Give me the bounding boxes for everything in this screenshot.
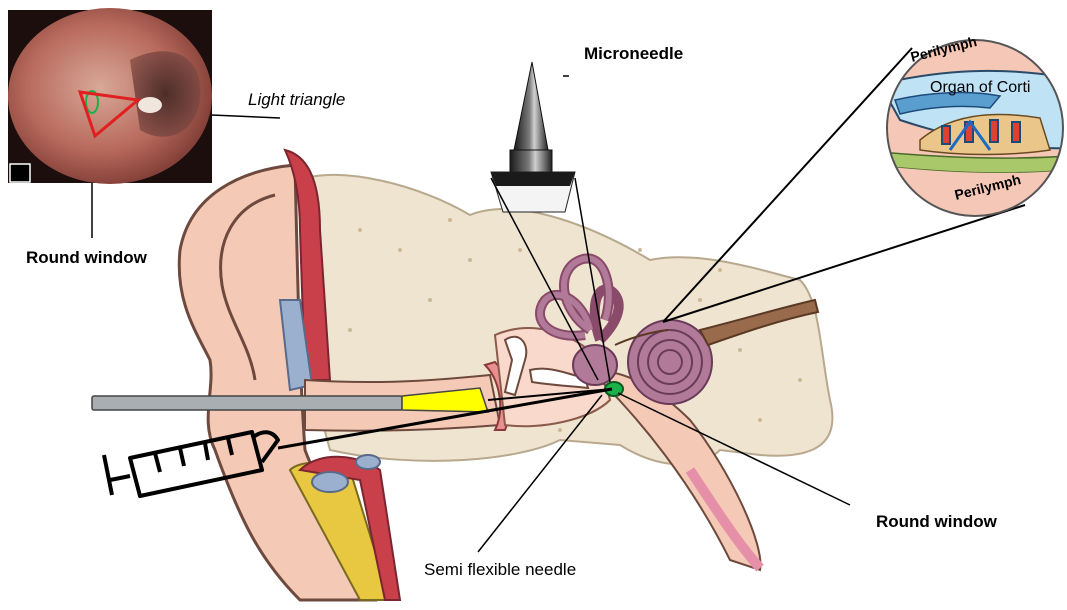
light-triangle-label: Light triangle [248,90,345,110]
ear-anatomy [179,150,832,600]
microneedle-image [491,62,575,212]
microneedle-label: Microneedle [584,44,683,64]
otoscope-photo [8,8,212,184]
round-window-label-top: Round window [26,248,147,268]
cochlea [628,320,712,404]
semi-flexible-needle-label: Semi flexible needle [424,560,576,580]
round-window-label-right: Round window [876,512,997,532]
organ-of-corti-label: Organ of Corti [930,79,1030,96]
organ-of-corti-inset: Perilymph Perilymph Organ of Corti [880,33,1067,220]
